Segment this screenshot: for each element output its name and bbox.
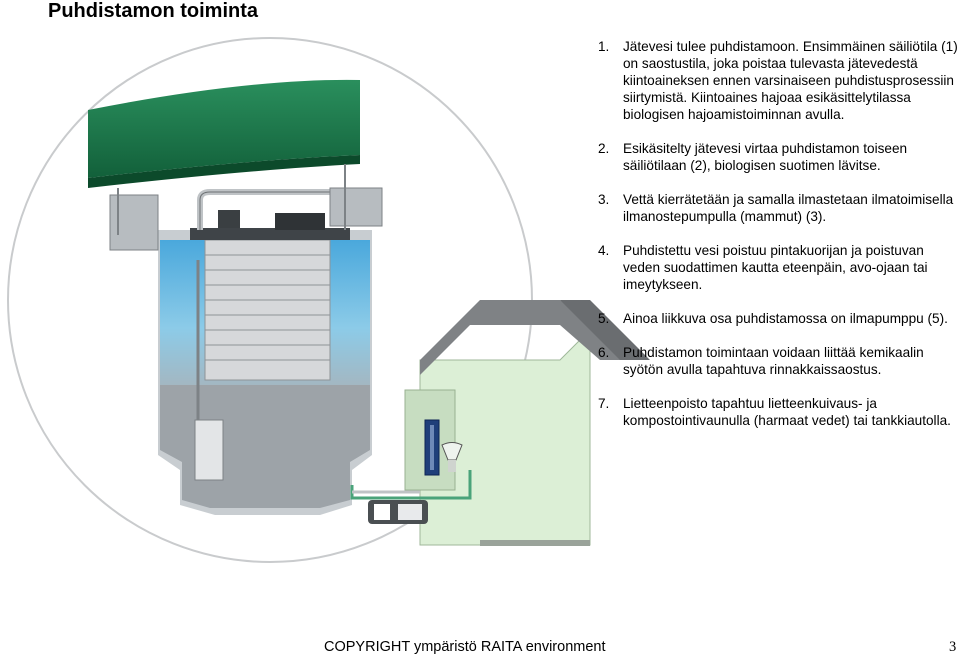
step-text: Ainoa liikkuva osa puhdistamossa on ilma…	[623, 311, 948, 326]
process-steps-list: 1. Jätevesi tulee puhdistamoon. Ensimmäi…	[598, 38, 958, 446]
step-text: Lietteenpoisto tapahtuu lietteenkuivaus-…	[623, 396, 951, 428]
step-number: 3.	[598, 192, 610, 207]
step-number: 6.	[598, 345, 610, 360]
step-number: 2.	[598, 141, 610, 156]
step-item: 1. Jätevesi tulee puhdistamoon. Ensimmäi…	[598, 38, 958, 123]
small-tank-icon	[368, 500, 428, 524]
step-number: 4.	[598, 243, 610, 258]
step-text: Puhdistamon toimintaan voidaan liittää k…	[623, 345, 924, 377]
page-title: Puhdistamon toiminta	[48, 0, 258, 22]
step-number: 5.	[598, 311, 610, 326]
step-text: Vettä kierrätetään ja samalla ilmastetaa…	[623, 192, 954, 224]
house	[404, 300, 650, 546]
step-text: Puhdistettu vesi poistuu pintakuorijan j…	[623, 243, 928, 292]
copyright-footer: COPYRIGHT ympäristö RAITA environment	[324, 639, 606, 655]
step-number: 1.	[598, 39, 610, 54]
page-number: 3	[949, 639, 957, 655]
step-item: 5. Ainoa liikkuva osa puhdistamossa on i…	[598, 310, 958, 327]
step-text: Jätevesi tulee puhdistamoon. Ensimmäinen…	[623, 39, 958, 122]
tank-lid	[88, 79, 360, 235]
step-item: 7. Lietteenpoisto tapahtuu lietteenkuiva…	[598, 395, 958, 429]
step-item: 3. Vettä kierrätetään ja samalla ilmaste…	[598, 191, 958, 225]
step-text: Esikäsitelty jätevesi virtaa puhdistamon…	[623, 141, 908, 173]
step-item: 2. Esikäsitelty jätevesi virtaa puhdista…	[598, 140, 958, 174]
step-number: 7.	[598, 396, 610, 411]
tank	[109, 187, 472, 515]
step-item: 4. Puhdistettu vesi poistuu pintakuorija…	[598, 242, 958, 293]
step-item: 6. Puhdistamon toimintaan voidaan liittä…	[598, 344, 958, 378]
